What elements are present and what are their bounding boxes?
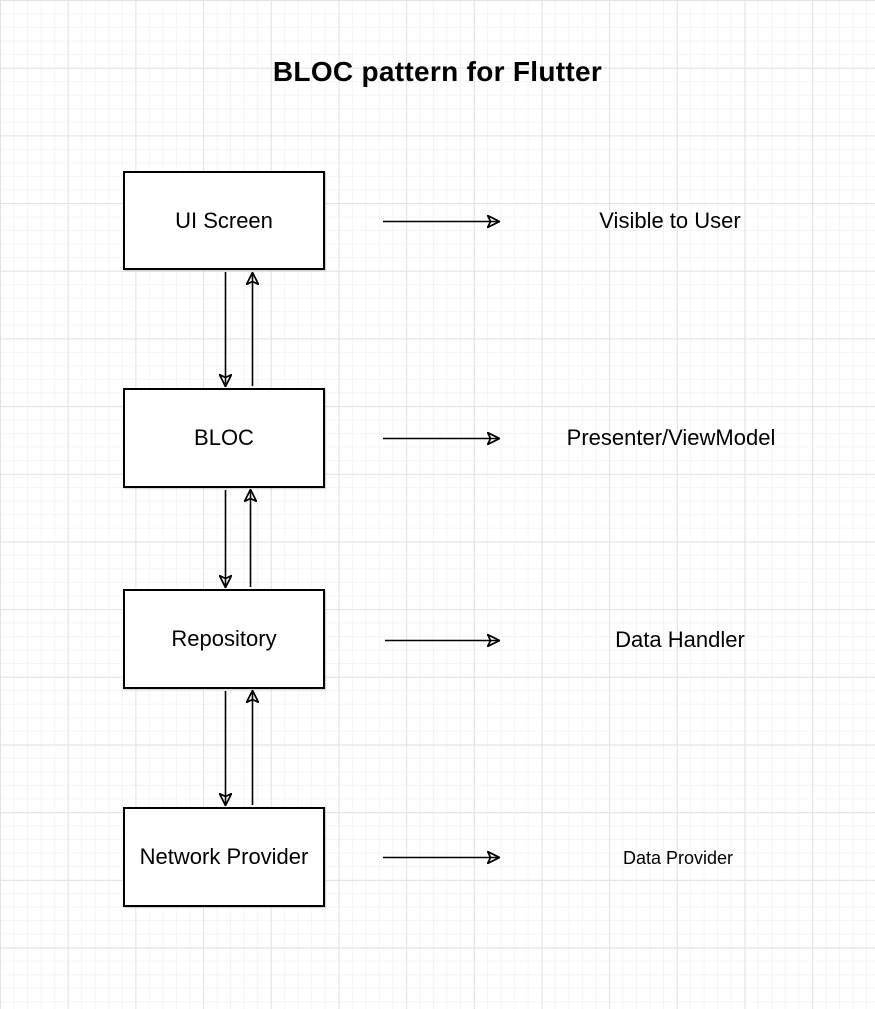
diagram-title: BLOC pattern for Flutter: [272, 56, 603, 87]
annotation-data-provider: Data Provider: [622, 848, 734, 868]
node-repository-label: Repository: [171, 626, 277, 651]
node-network-provider: Network Provider: [123, 807, 325, 907]
node-network-provider-label: Network Provider: [139, 844, 309, 869]
node-bloc-label: BLOC: [194, 425, 254, 450]
node-ui-screen: UI Screen: [123, 171, 325, 270]
annotation-visible-to-user: Visible to User: [599, 208, 741, 233]
node-bloc: BLOC: [123, 388, 325, 488]
annotation-presenter-viewmodel: Presenter/ViewModel: [566, 425, 776, 450]
node-repository: Repository: [123, 589, 325, 689]
node-ui-screen-label: UI Screen: [175, 207, 273, 233]
annotation-data-handler: Data Handler: [615, 627, 745, 652]
